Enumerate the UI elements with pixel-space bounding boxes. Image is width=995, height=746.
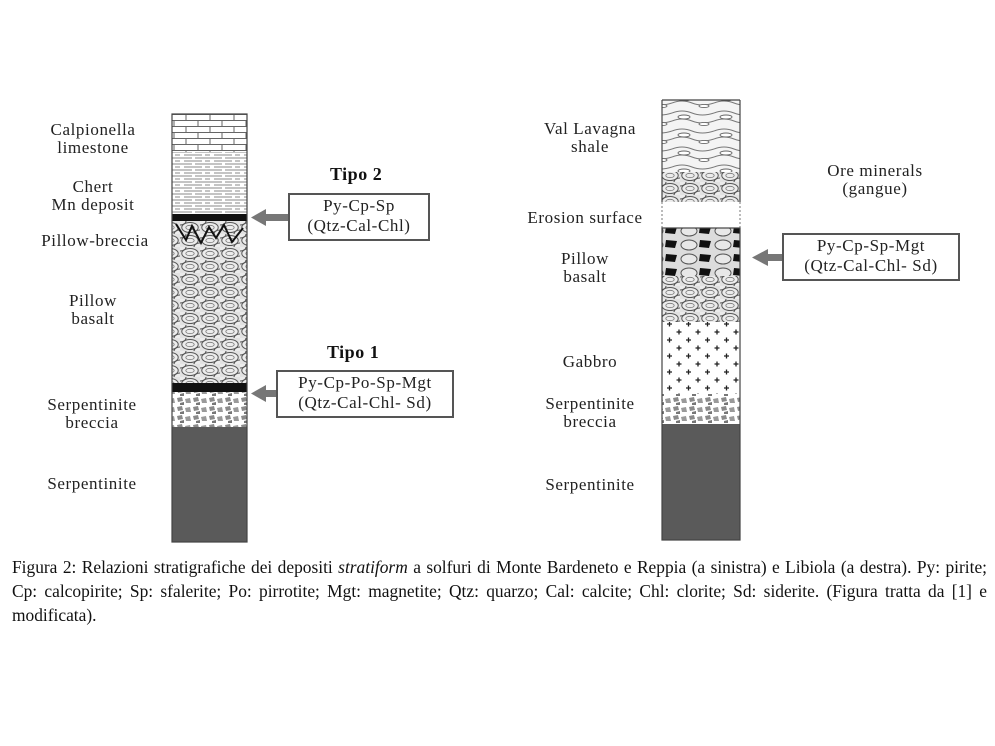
caption-emphasis: stratiform [338,557,408,577]
right-erosion-gap [662,202,740,228]
tipo1-minerals: Py-Cp-Po-Sp-Mgt [298,373,432,392]
ore-minerals: Py-Cp-Sp-Mgt [816,236,926,255]
left-tipo2-ore-layer [172,214,247,221]
right-column [661,99,741,541]
label-right-serpentinite: Serpentinite [545,475,635,494]
label-erosion-surface: Erosion surface [527,208,643,227]
label-right-serpentinite-breccia: Serpentinite breccia [545,394,635,431]
right-upper-pillow-layer [662,172,740,202]
label-gabbro: Gabbro [562,352,618,371]
left-calpionella-limestone-layer [172,114,247,152]
stratigraphy-figure: Calpionella limestone Chert Mn deposit P… [41,99,960,543]
tipo1-title: Tipo 1 [327,342,380,362]
left-serpentinite-breccia-layer [172,392,247,427]
left-pillow-breccia-fractures [175,222,244,246]
label-chert-mn-deposit: Chert Mn deposit [51,177,135,214]
caption-suffix: a solfuri di Monte Bardeneto e Reppia (a… [12,557,987,625]
tipo2-mineral-box: Py-Cp-Sp (Qtz-Cal-Chl) [288,193,430,241]
ore-gangue: (Qtz-Cal-Chl- Sd) [804,256,938,275]
label-pillow-breccia: Pillow-breccia [41,231,149,250]
label-calpionella-limestone: Calpionella limestone [50,120,136,157]
tipo2-minerals: Py-Cp-Sp [323,196,395,215]
label-val-lavagna-shale: Val Lavagna shale [543,119,637,156]
right-serpentinite-layer [662,424,740,540]
stratigraphic-columns-drawing [171,99,782,543]
ore-arrow [752,249,782,266]
figure-caption: Figura 2: Relazioni stratigrafiche dei d… [12,555,987,627]
label-right-pillow-basalt: Pillow basalt [560,249,609,286]
right-gabbro-layer [662,322,740,394]
left-column [171,113,248,543]
ore-minerals-title: Ore minerals (gangue) [827,161,923,198]
left-serpentinite-layer [172,427,247,542]
right-pillow-basalt-layer [662,276,740,322]
right-val-lavagna-shale-layer [662,100,740,172]
left-chert-layer [172,152,247,214]
ore-mineral-box: Py-Cp-Sp-Mgt (Qtz-Cal-Chl- Sd) [782,233,960,281]
left-pillow-basalt-layer [172,221,247,383]
tipo1-gangue: (Qtz-Cal-Chl- Sd) [298,393,432,412]
tipo2-title: Tipo 2 [330,164,383,184]
tipo1-arrow [251,385,276,402]
tipo2-arrow [251,209,288,226]
label-left-serpentinite: Serpentinite [47,474,137,493]
right-ore-pillow-layer [662,228,740,276]
label-left-serpentinite-breccia: Serpentinite breccia [47,395,137,432]
right-serpentinite-breccia-layer [662,394,740,424]
tipo1-mineral-box: Py-Cp-Po-Sp-Mgt (Qtz-Cal-Chl- Sd) [276,370,454,418]
left-tipo1-ore-layer [172,383,247,392]
caption-prefix: Figura 2: Relazioni stratigrafiche dei d… [12,557,339,577]
tipo2-gangue: (Qtz-Cal-Chl) [307,216,411,235]
label-left-pillow-basalt: Pillow basalt [68,291,117,328]
